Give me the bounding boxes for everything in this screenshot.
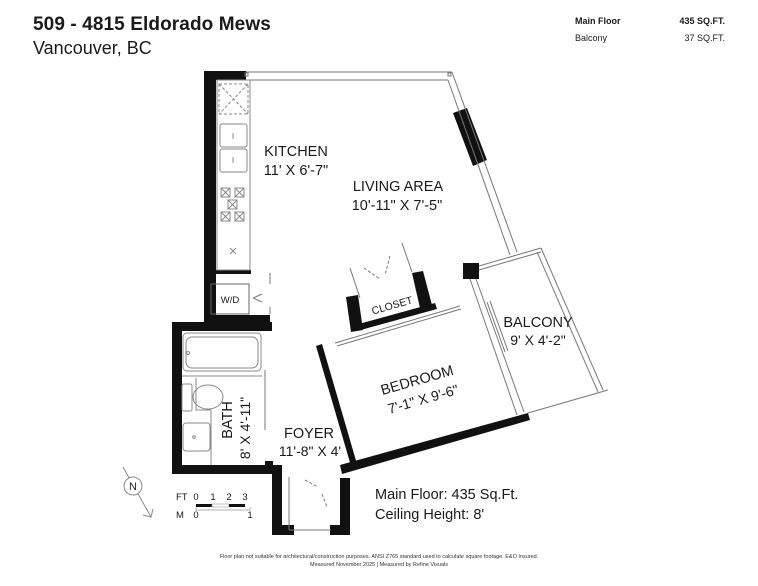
floor-summary: Main Floor: 435 Sq.Ft. Ceiling Height: 8… <box>375 485 518 525</box>
area-value: 37 SQ.FT. <box>684 33 725 43</box>
disclaimer-footer: Floor plan not suitable for architectura… <box>0 553 758 569</box>
scale-m-label: M <box>176 510 184 521</box>
living-area-dims: 10'-11" X 7'-5" <box>352 198 443 214</box>
compass-letter: N <box>129 481 137 493</box>
living-area-label: LIVING AREA <box>353 179 444 195</box>
balcony-label: BALCONY <box>503 315 573 331</box>
disclaimer-line: Floor plan not suitable for architectura… <box>219 554 539 560</box>
bath-fixtures <box>181 332 262 465</box>
kitchen-label: KITCHEN <box>264 144 328 160</box>
wd-label: W/D <box>221 295 240 306</box>
kitchen-counter <box>216 79 251 271</box>
scale-bar: FT 0 1 2 3 M 0 1 <box>176 492 253 521</box>
outlines <box>244 71 609 531</box>
area-value: 435 SQ.FT. <box>679 16 725 26</box>
area-row-main-floor: Main Floor 435 SQ.FT. <box>575 16 725 33</box>
area-table: Main Floor 435 SQ.FT. Balcony 37 SQ.FT. <box>575 16 725 50</box>
washer-dryer <box>210 283 250 315</box>
foyer-dims: 11'-8" X 4' <box>279 443 341 459</box>
area-label: Main Floor <box>575 16 621 26</box>
property-address: 509 - 4815 Eldorado Mews <box>33 14 271 35</box>
foyer-label: FOYER <box>284 426 334 442</box>
bath-dims: 8' X 4'-11" <box>237 397 253 459</box>
scale-tick: 0 <box>193 492 198 503</box>
balcony-dims: 9' X 4'-2" <box>510 332 565 348</box>
area-row-balcony: Balcony 37 SQ.FT. <box>575 33 725 50</box>
main-floor-area: Main Floor: 435 Sq.Ft. <box>375 487 519 503</box>
bath-label: BATH <box>220 401 236 439</box>
scale-tick: 3 <box>242 492 247 503</box>
scale-tick: 1 <box>210 492 215 503</box>
scale-tick: 2 <box>226 492 231 503</box>
property-city: Vancouver, BC <box>33 38 152 58</box>
scale-ft-label: FT <box>176 492 188 503</box>
walls <box>172 71 530 535</box>
room-labels: KITCHEN 11' X 6'-7" LIVING AREA 10'-11" … <box>220 144 573 459</box>
measurement-credit: Measured November 2025 | Measured by Ref… <box>310 562 448 568</box>
kitchen-dims: 11' X 6'-7" <box>264 163 328 179</box>
ceiling-height: Ceiling Height: 8' <box>375 507 485 523</box>
scale-tick: 1 <box>247 510 252 521</box>
area-label: Balcony <box>575 33 608 43</box>
north-compass-icon: N <box>122 466 154 518</box>
scale-tick: 0 <box>193 510 198 521</box>
